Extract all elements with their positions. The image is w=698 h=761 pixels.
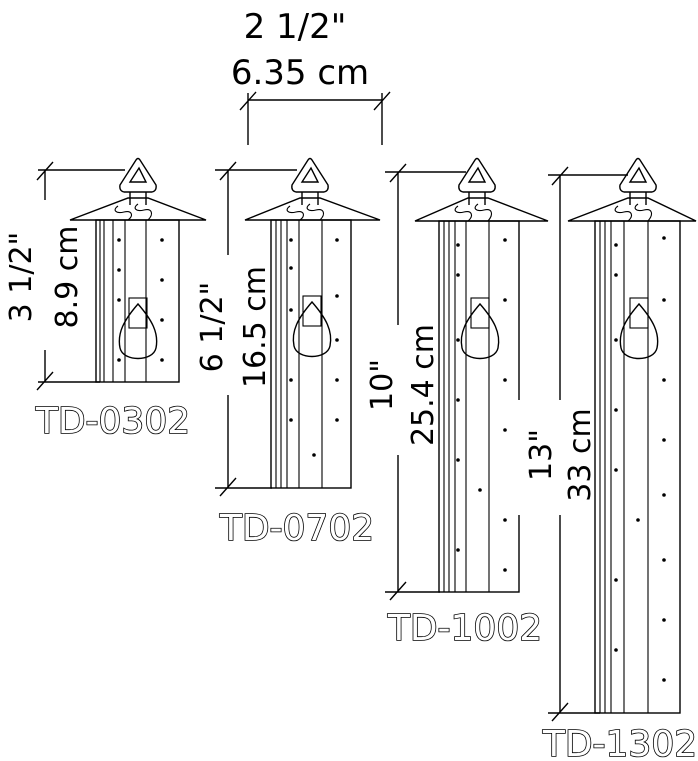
feeder-drawing-td-1002	[414, 157, 549, 593]
height-metric-label: 25.4 cm	[406, 324, 441, 446]
feeding-port	[118, 302, 158, 360]
hanger-icon	[619, 157, 657, 193]
feeding-port	[619, 302, 659, 360]
dimension-td-1302: 13" 33 cm	[515, 166, 628, 722]
model-label: TD-1002	[387, 608, 542, 649]
roof	[414, 197, 549, 222]
model-label: TD-0302	[35, 401, 190, 442]
width-tick-left	[239, 91, 257, 111]
feeder-td-1302: 13" 33 cm	[515, 157, 698, 761]
feeding-port	[292, 300, 332, 358]
port	[629, 297, 649, 329]
tube	[270, 219, 352, 489]
roof	[69, 197, 207, 221]
model-label: TD-1302	[542, 724, 697, 761]
tube	[438, 220, 520, 593]
height-imperial-label: 6 1/2"	[195, 282, 230, 373]
port	[302, 295, 322, 327]
width-metric-label: 6.35 cm	[231, 53, 369, 93]
hanger-icon	[119, 157, 157, 193]
width-imperial-label: 2 1/2"	[244, 7, 347, 47]
dimension-td-0702: 6 1/2" 16.5 cm	[190, 161, 297, 497]
height-metric-label: 8.9 cm	[50, 226, 85, 329]
dimension-td-0302: 3 1/2" 8.9 cm	[0, 161, 125, 391]
feeder-td-0302: 3 1/2" 8.9 cm	[0, 157, 207, 443]
model-label: TD-0702	[219, 508, 374, 549]
hanger-icon	[291, 157, 329, 193]
port	[128, 297, 148, 329]
port	[470, 297, 490, 329]
height-imperial-label: 3 1/2"	[4, 232, 39, 323]
tube	[95, 219, 180, 383]
feeder-td-0702: 6 1/2" 16.5 cm	[190, 157, 381, 550]
width-tick-right	[373, 91, 391, 111]
dimension-td-1002: 10" 25.4 cm	[360, 163, 466, 601]
feeding-port	[460, 302, 500, 360]
feeder-drawing-td-0302	[69, 157, 207, 383]
hanger-icon	[458, 157, 496, 193]
height-imperial-label: 13"	[524, 429, 559, 481]
height-metric-label: 33 cm	[563, 408, 598, 501]
tube	[594, 220, 681, 714]
feeder-drawing-td-0702	[244, 157, 381, 489]
roof	[244, 197, 381, 221]
height-metric-label: 16.5 cm	[238, 266, 273, 388]
roof	[567, 197, 697, 222]
feeder-drawing-td-1302	[567, 157, 697, 714]
height-imperial-label: 10"	[365, 359, 400, 411]
width-dimension: 2 1/2" 6.35 cm	[231, 7, 391, 145]
feeder-td-1002: 10" 25.4 cm	[360, 157, 549, 650]
